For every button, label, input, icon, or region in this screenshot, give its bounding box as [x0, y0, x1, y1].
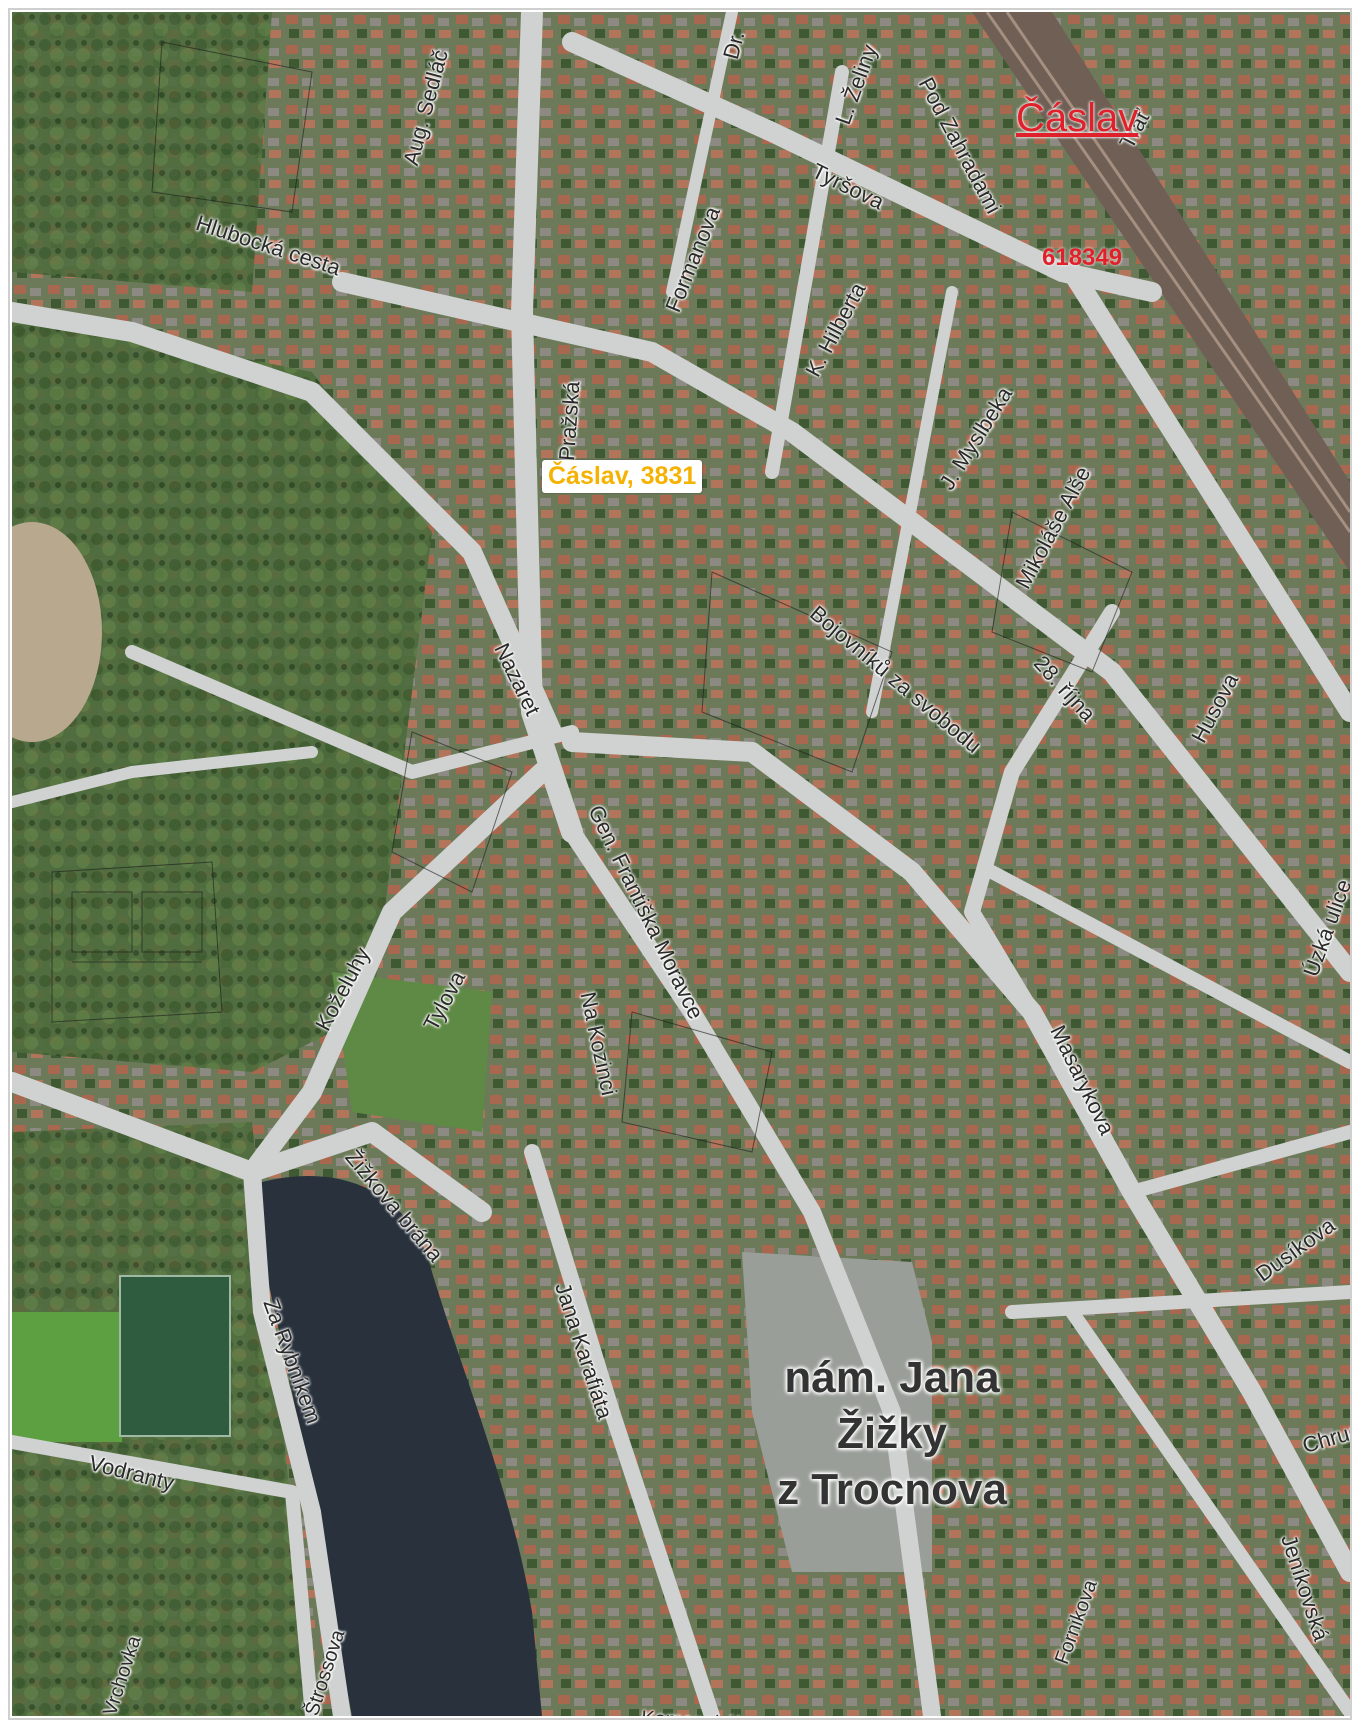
cadastral-area-code: 618349 [1042, 244, 1123, 271]
street-label: Pražská [554, 380, 585, 462]
cadastral-area-label: Čáslav [1016, 96, 1139, 140]
square-label: nám. Jana Žižky z Trocnova [732, 1350, 1052, 1518]
square-label-line: nám. Jana [784, 1353, 1000, 1402]
square-label-line: z Trocnova [777, 1465, 1007, 1514]
aerial-map-base [12, 12, 1350, 1716]
aerial-map[interactable]: Aug. Sedláč Dr. L. Želiny Pod Zahradami … [12, 12, 1350, 1716]
square-label-line: Žižky [836, 1409, 948, 1458]
parcel-label[interactable]: Čáslav, 3831 [542, 460, 703, 493]
